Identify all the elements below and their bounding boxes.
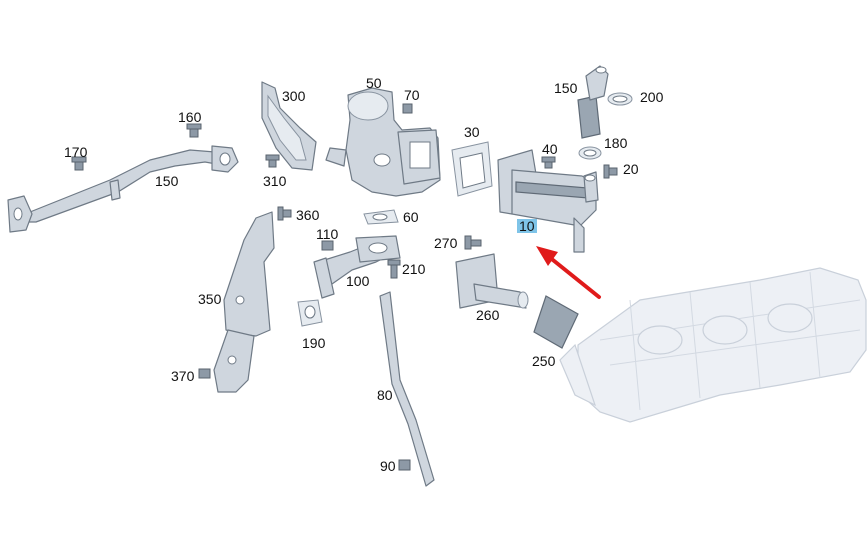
- part-90-nut[interactable]: [398, 459, 411, 471]
- part-60-gasket[interactable]: [363, 209, 399, 225]
- callout-150-pipe[interactable]: 150: [155, 173, 179, 189]
- part-250-cover[interactable]: [533, 295, 579, 349]
- part-190-gasket[interactable]: [297, 299, 323, 327]
- callout-110[interactable]: 110: [316, 226, 339, 242]
- part-150-hose[interactable]: [577, 65, 609, 139]
- part-100-pipe[interactable]: [313, 235, 401, 299]
- callout-60[interactable]: 60: [403, 209, 419, 225]
- part-150-pipe[interactable]: [7, 145, 239, 233]
- part-30-gasket[interactable]: [451, 141, 493, 197]
- callout-150-hose[interactable]: 150: [554, 80, 578, 96]
- callout-100[interactable]: 100: [346, 273, 370, 289]
- callout-80[interactable]: 80: [377, 387, 393, 403]
- callout-360[interactable]: 360: [296, 207, 320, 223]
- part-260-flange[interactable]: [455, 253, 529, 309]
- callout-200[interactable]: 200: [640, 89, 664, 105]
- part-200-clamp[interactable]: [607, 92, 633, 106]
- part-10-egr-cooler[interactable]: [497, 149, 599, 253]
- part-50-housing[interactable]: [325, 87, 441, 197]
- callout-310[interactable]: 310: [263, 173, 287, 189]
- part-370-nut[interactable]: [198, 368, 211, 379]
- callout-180[interactable]: 180: [604, 135, 628, 151]
- part-20-bolt[interactable]: [603, 164, 618, 179]
- part-160-bolt[interactable]: [186, 123, 202, 138]
- callout-50[interactable]: 50: [366, 75, 382, 91]
- part-180-clamp[interactable]: [578, 146, 602, 160]
- callout-70[interactable]: 70: [404, 87, 420, 103]
- callout-270[interactable]: 270: [434, 235, 458, 251]
- part-360-bolt[interactable]: [277, 206, 292, 221]
- callout-90[interactable]: 90: [380, 458, 396, 474]
- part-270-bolt[interactable]: [464, 235, 482, 250]
- callout-40[interactable]: 40: [542, 141, 558, 157]
- callout-370[interactable]: 370: [171, 368, 195, 384]
- part-350-bracket[interactable]: [213, 211, 275, 393]
- intake-manifold-ghost: [559, 267, 867, 423]
- callout-10[interactable]: 10: [517, 218, 537, 234]
- part-310-bolt[interactable]: [265, 154, 280, 168]
- pointer-arrow: [536, 246, 601, 299]
- callout-300[interactable]: 300: [282, 88, 306, 104]
- callout-160[interactable]: 160: [178, 109, 202, 125]
- callout-170[interactable]: 170: [64, 144, 88, 160]
- part-70-nut[interactable]: [402, 103, 413, 114]
- callout-250[interactable]: 250: [532, 353, 556, 369]
- callout-30[interactable]: 30: [464, 124, 480, 140]
- callout-190[interactable]: 190: [302, 335, 326, 351]
- part-300-heat-shield[interactable]: [261, 81, 317, 171]
- part-110-nut[interactable]: [321, 240, 334, 251]
- part-40-bolt[interactable]: [541, 156, 556, 169]
- part-170-bolt[interactable]: [71, 156, 87, 171]
- callout-20[interactable]: 20: [623, 161, 639, 177]
- callout-260[interactable]: 260: [476, 307, 500, 323]
- part-210-bolt[interactable]: [387, 259, 401, 279]
- callout-350[interactable]: 350: [198, 291, 222, 307]
- part-80-strut[interactable]: [379, 291, 435, 487]
- callout-210[interactable]: 210: [402, 261, 426, 277]
